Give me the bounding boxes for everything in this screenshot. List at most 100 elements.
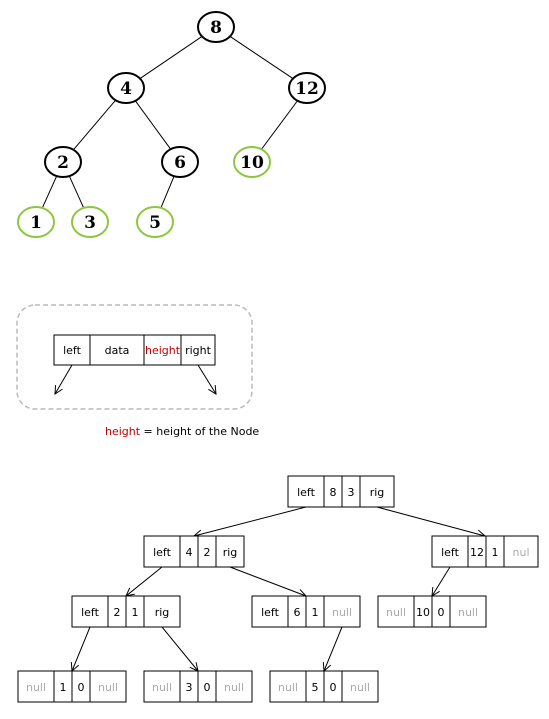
tree-node-circle	[107, 72, 145, 104]
record-cell	[143, 670, 181, 703]
record-cell-label: 10	[416, 606, 430, 619]
legend-dashed-border	[16, 304, 253, 410]
record-cell-label: 6	[294, 606, 301, 619]
record-cell	[377, 595, 415, 628]
record-cell-label: rig	[155, 606, 170, 619]
height-note-rest: = height of the Node	[140, 425, 259, 438]
record-cell-label: null	[152, 681, 172, 694]
tree-node-5: 5	[136, 206, 174, 238]
tree-node-circle	[288, 72, 326, 104]
record-cell-label: null	[386, 606, 406, 619]
record-cell	[449, 595, 487, 628]
record-link-r2-r3	[161, 626, 198, 671]
legend-cell-label: height	[145, 344, 181, 357]
record-cell-label: null	[332, 606, 352, 619]
tree-edges	[41, 35, 298, 209]
tree-node-3: 3	[71, 206, 109, 238]
record-cell-label: left	[153, 546, 172, 559]
tree-node-circle	[161, 146, 199, 178]
tree-edge-n8-n4	[139, 36, 203, 79]
record-link-r8-r12	[376, 506, 485, 536]
record-link-r12-r10	[432, 566, 451, 596]
record-cell	[143, 595, 181, 628]
record-cell-label: 1	[132, 606, 139, 619]
record-link-r2-r1	[72, 626, 91, 671]
record-cell	[287, 475, 325, 508]
record-cell-label: 1	[60, 681, 67, 694]
tree-edge-n4-n2	[73, 99, 116, 151]
height-note: height = height of the Node	[105, 425, 259, 438]
record-cell-label: 3	[186, 681, 193, 694]
tree-node-circle	[136, 206, 174, 238]
record-cell-label: 1	[312, 606, 319, 619]
record-cell-label: 0	[78, 681, 85, 694]
record-cell-label: 0	[204, 681, 211, 694]
record-cell-label: 8	[330, 486, 337, 499]
legend-cell-data	[89, 334, 145, 366]
record-cell	[251, 595, 289, 628]
record-cell-label: null	[224, 681, 244, 694]
tree-node-label: 3	[84, 213, 96, 233]
tree-node-label: 8	[210, 18, 222, 38]
legend-cell-height	[143, 334, 182, 366]
tree-node-circle	[197, 11, 235, 43]
tree-node-4: 4	[107, 72, 145, 104]
tree-node-6: 6	[161, 146, 199, 178]
tree-node-label: 2	[57, 153, 69, 173]
tree-node-circle	[17, 206, 55, 238]
tree-nodes: 8 4 12 2 6 10 1 3 5	[17, 11, 326, 238]
record-cell-label: left	[261, 606, 280, 619]
record-cell-label: null	[350, 681, 370, 694]
tree-node-circle	[233, 146, 271, 178]
record-cell	[215, 535, 245, 568]
record-cell-label: left	[81, 606, 100, 619]
height-note-term: height	[105, 425, 141, 438]
tree-node-label: 4	[120, 79, 132, 99]
legend-cell-left	[53, 334, 91, 366]
tree-node-circle	[44, 146, 82, 178]
record-cell-label: null	[98, 681, 118, 694]
record-link-r6-r5	[324, 626, 343, 671]
tree-node-label: 10	[240, 153, 264, 173]
record-link-r4-r6	[229, 566, 306, 596]
record-link-r8-r4	[194, 506, 307, 536]
record-cell-label: 5	[312, 681, 319, 694]
tree-node-circle	[71, 206, 109, 238]
record-cell-label: null	[26, 681, 46, 694]
tree-edge-n8-n12	[229, 35, 294, 80]
legend-right-arrow	[197, 364, 216, 394]
record-cell-label: 12	[470, 546, 484, 559]
tree-edge-n12-n10	[261, 100, 298, 150]
tree-edge-n2-n1	[41, 175, 58, 209]
record-cell-label: left	[297, 486, 316, 499]
record-cell-label: left	[441, 546, 460, 559]
record-cell	[269, 670, 307, 703]
tree-edge-n2-n3	[68, 175, 85, 209]
legend-left-arrow	[55, 364, 73, 394]
record-cell-label: null	[278, 681, 298, 694]
record-cell-label: rig	[223, 546, 238, 559]
tree-node-label: 1	[30, 213, 42, 233]
tree-edge-n4-n6	[134, 100, 172, 150]
tree-node-10: 10	[233, 146, 271, 178]
tree-node-1: 1	[17, 206, 55, 238]
record-cell	[503, 535, 539, 568]
record-cell	[323, 595, 361, 628]
tree-node-label: 12	[295, 79, 319, 99]
tree-edge-n6-n5	[160, 175, 175, 209]
record-cell-label: 1	[492, 546, 499, 559]
record-cell-label: 0	[330, 681, 337, 694]
record-cell-label: 0	[438, 606, 445, 619]
